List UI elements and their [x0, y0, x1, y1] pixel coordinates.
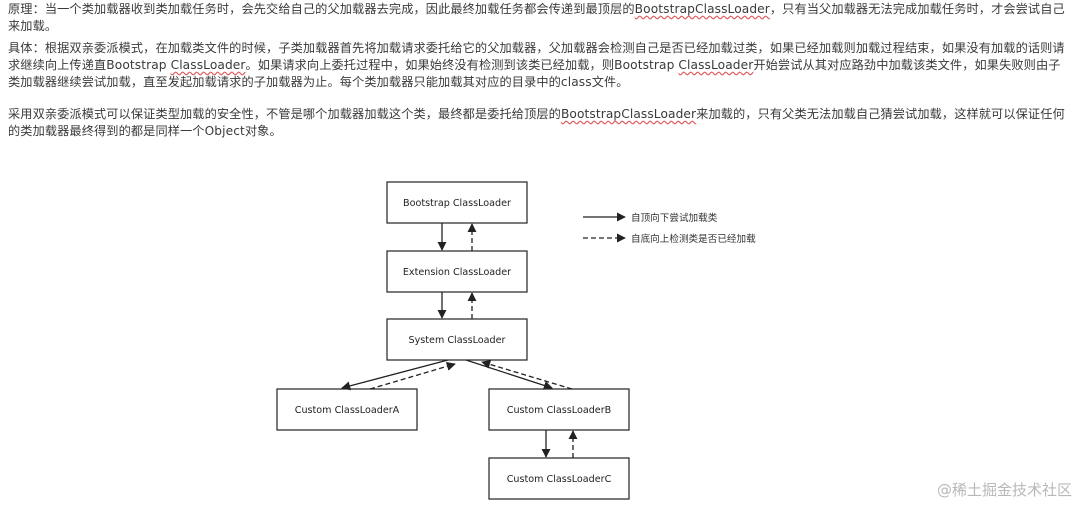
node-custom-c-label: Custom ClassLoaderC: [507, 474, 612, 485]
node-custom-b: Custom ClassLoaderB: [488, 388, 630, 431]
text-segment: 采用双亲委派模式可以保证类型加载的安全性，不管是哪个加载器加载这个类，最终都是委…: [8, 107, 561, 121]
node-custom-a-label: Custom ClassLoaderA: [295, 405, 400, 416]
node-bootstrap: Bootstrap ClassLoader: [386, 181, 528, 224]
node-bootstrap-label: Bootstrap ClassLoader: [403, 198, 511, 209]
node-custom-b-label: Custom ClassLoaderB: [507, 405, 612, 416]
arrow-up-custom-a-system: [369, 361, 456, 390]
node-extension: Extension ClassLoader: [386, 250, 528, 293]
arrow-down-system-custom-b: [465, 359, 553, 390]
legend: 自顶向下尝试加载类 自底向上检测类是否已经加载: [583, 212, 756, 245]
node-system: System ClassLoader: [386, 318, 528, 361]
paragraph-principle: 原理：当一个类加载器收到类加载任务时，会先交给自己的父加载器去完成，因此最终加载…: [8, 1, 1068, 35]
text-segment: 开始尝试从其对应路劲中加载该类文件，如果失败则由子类加载器继续尝试加载，直至发起…: [8, 58, 1061, 89]
class-name-term: ClassLoader: [678, 58, 754, 72]
class-name-term: BootstrapClassLoader: [634, 2, 770, 16]
text-segment: 来加载的，只有父类无法加载自己猜尝试加载，这样就可以保证任何的类加载器最终得到的…: [8, 107, 1065, 138]
node-extension-label: Extension ClassLoader: [403, 267, 511, 278]
text-segment: ，只有当父加载器无法完成加载任务时，才会尝试自己来加载。: [8, 2, 1065, 33]
arrow-down-system-custom-a: [341, 359, 449, 391]
legend-solid-label: 自顶向下尝试加载类: [631, 212, 718, 224]
node-custom-c: Custom ClassLoaderC: [488, 457, 630, 500]
node-system-label: System ClassLoader: [409, 335, 506, 346]
arrow-up-custom-b-system: [481, 359, 573, 390]
class-name-term: BootstrapClassLoader: [560, 107, 697, 121]
text-segment: 。如果请求向上委托过程中，如果始终没有检测到该类已经加载，则Bootstrap: [245, 58, 679, 72]
node-custom-a: Custom ClassLoaderA: [276, 388, 418, 431]
paragraph-details: 具体：根据双亲委派模式，在加载类文件的时候，子类加载器首先将加载请求委托给它的父…: [8, 40, 1068, 91]
text-segment: 具体：根据双亲委派模式，在加载类文件的时候，子类加载器首先将加载请求委托给它的父…: [8, 41, 1065, 72]
class-name-term: ClassLoader: [170, 58, 246, 72]
text-segment: 原理：当一个类加载器收到类加载任务时，会先交给自己的父加载器去完成，因此最终加载…: [8, 2, 635, 16]
paragraph-benefit: 采用双亲委派模式可以保证类型加载的安全性，不管是哪个加载器加载这个类，最终都是委…: [8, 106, 1068, 140]
watermark: @稀土掘金技术社区: [936, 481, 1072, 499]
legend-dashed-label: 自底向上检测类是否已经加载: [631, 233, 756, 245]
